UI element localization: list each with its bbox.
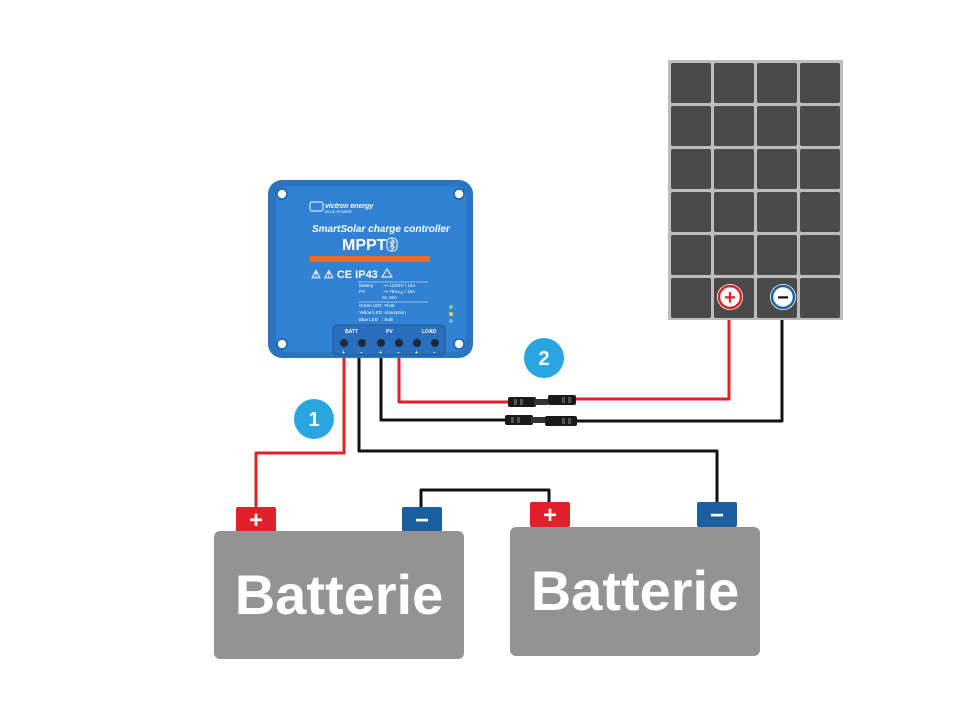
solar-cell [714,149,754,189]
terminal-sign: − [433,350,436,356]
battery-positive-sign: + [249,507,263,534]
solar-cell [800,235,840,275]
battery-negative-terminal [697,502,737,527]
battery-negative-terminal [402,507,442,532]
battery-label: Batterie [531,559,740,622]
recycle-icon [381,268,393,278]
battery-body [214,531,464,659]
wires [254,312,784,512]
terminal-screw [413,339,421,347]
solar-panel [668,60,843,320]
terminal-screw [395,339,403,347]
battery-link-wire [419,488,551,512]
spec-value: : ⎓ 75Vₘₐₓ / 15A [382,289,415,294]
solar-cell [800,63,840,103]
marker-1: 1 [294,399,334,439]
solar-cell [800,106,840,146]
solar-cell [757,192,797,232]
battery-positive-terminal [530,502,570,527]
controller-model: MPPT [342,237,387,254]
terminal-sign: + [415,350,418,356]
terminal-screw [377,339,385,347]
battery-label: Batterie [235,563,444,626]
panel-negative-sign: − [777,287,789,309]
terminal-label-pv: PV [386,329,393,335]
terminal-block: BATT PV LOAD + − + − + − [332,324,446,356]
spec-label: Yellow LED [359,310,383,315]
solar-cell [757,63,797,103]
orange-stripe [310,256,430,262]
battery-body [510,527,760,656]
mc4-connector-positive [508,395,576,407]
spec-label: Blue LED [359,317,379,322]
solar-cell [714,235,754,275]
spec-value: : Float [382,303,395,308]
mc4-connector-negative [505,415,577,426]
spec-value: : ⎓ 12/24V / 15A [382,283,415,288]
solar-cell [671,149,711,189]
pv-positive-wire-panel [574,312,731,401]
solar-cell [800,278,840,318]
marker-2: 2 [524,338,564,378]
battery-positive-sign: + [543,502,557,529]
pv-negative-wire [379,356,507,422]
panel-negative-terminal: − [770,284,796,310]
solar-cell [671,106,711,146]
spec-value: : Bulk [382,317,394,322]
spec-value: Isc 20A [382,295,397,300]
terminal-sign: + [379,350,382,356]
solar-cell [714,63,754,103]
brand-name: victron energy [325,203,374,210]
spec-label: Green LED [359,303,382,308]
solar-cell [757,235,797,275]
solar-cell [714,192,754,232]
battery-negative-sign: − [415,507,429,534]
panel-frame [668,60,843,320]
battery-left: + − Batterie [214,507,464,659]
terminal-label-batt: BATT [345,329,358,335]
victron-logo: victron energy BLUE POWER [309,201,374,214]
solar-cell [800,192,840,232]
battery-negative-wire [357,356,719,507]
pv-negative-wire-panel [577,312,784,423]
solar-cell [800,149,840,189]
battery-positive-wire [254,356,346,512]
panel-positive-terminal: + [717,284,743,310]
brand-sub: BLUE POWER [325,209,352,214]
terminal-sign: − [360,350,363,356]
solar-cell [714,106,754,146]
solar-cell [671,235,711,275]
certification-marks: ⚠ ⚠ CE IP43 [311,269,378,281]
spec-value: : Absorption [382,310,406,315]
solar-cell [757,149,797,189]
marker-1-label: 1 [308,409,319,431]
solar-cell [671,192,711,232]
solar-cell [671,278,711,318]
terminal-screw [431,339,439,347]
spec-label: Battery [359,283,374,288]
charge-controller: victron energy BLUE POWER SmartSolar cha… [268,180,473,358]
led-blue [449,319,453,323]
spec-label: PV [359,289,365,294]
led-green [449,305,453,309]
solar-cell [757,106,797,146]
battery-right: + − Batterie [510,502,760,656]
bluetooth-icon [386,237,398,252]
controller-title: SmartSolar charge controller [312,224,451,235]
terminal-sign: − [397,350,400,356]
terminal-label-load: LOAD [422,329,437,335]
led-yellow [449,312,453,316]
marker-2-label: 2 [538,348,549,370]
terminal-screw [340,339,348,347]
spec-table: Battery : ⎓ 12/24V / 15A PV : ⎓ 75Vₘₐₓ /… [358,281,428,322]
terminal-screw [358,339,366,347]
pv-positive-wire [397,356,510,404]
battery-negative-sign: − [710,502,724,529]
battery-positive-terminal [236,507,276,532]
solar-cell [671,63,711,103]
panel-positive-sign: + [724,287,736,309]
terminal-sign: + [342,350,345,356]
